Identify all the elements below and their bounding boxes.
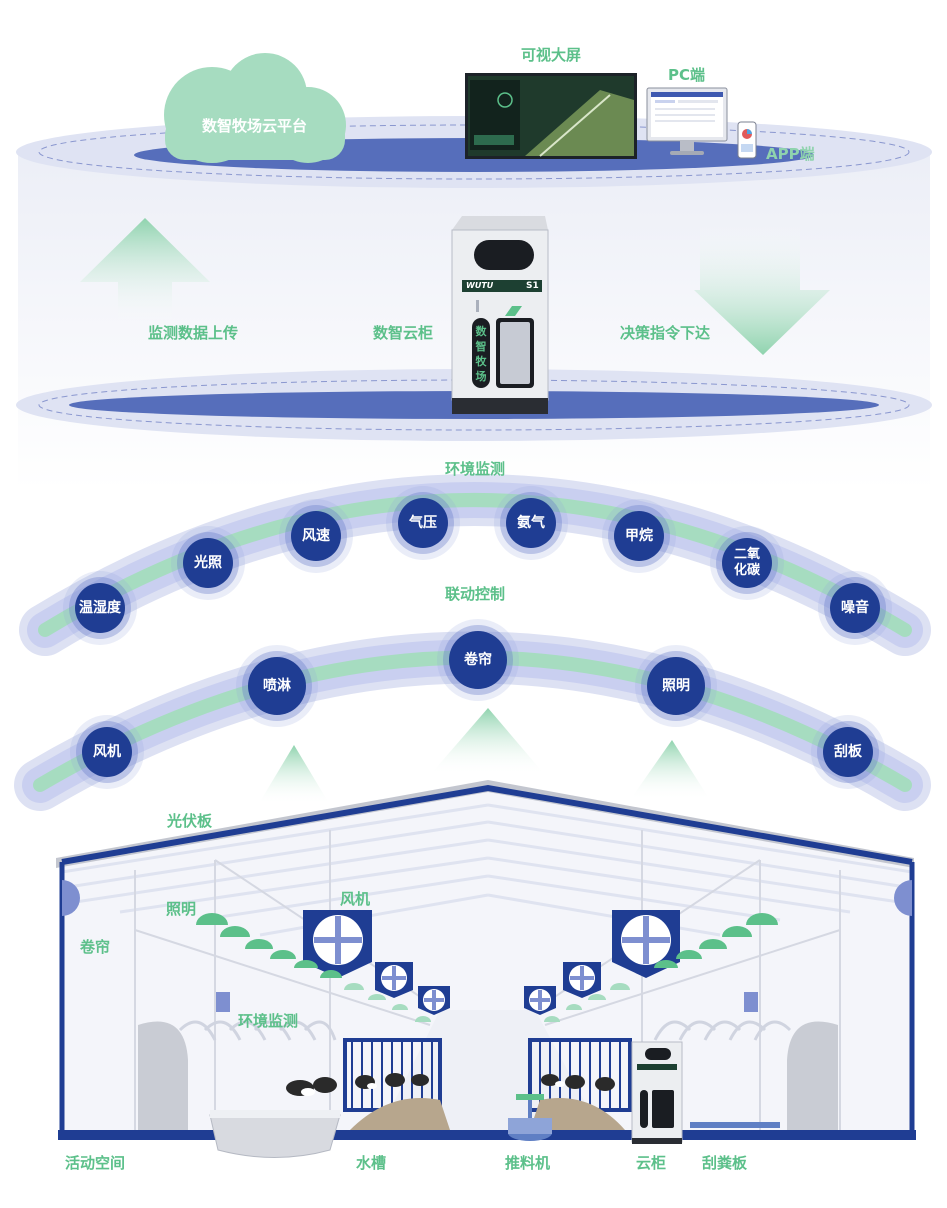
barn-cabinet xyxy=(631,1041,683,1144)
fan-small-left xyxy=(418,986,450,1015)
cabinet-brand: WUTU xyxy=(466,281,494,290)
node-co2: 二氧化碳 xyxy=(722,538,772,588)
node-curtain: 卷帘 xyxy=(449,631,507,689)
barn-up-arrow-center xyxy=(430,708,545,775)
barn-lighting-label: 照明 xyxy=(166,900,197,918)
barn-scraper-label: 刮粪板 xyxy=(702,1154,748,1172)
lamps xyxy=(196,913,778,978)
download-label: 决策指令下达 xyxy=(620,324,711,342)
env-arc-green xyxy=(38,493,912,637)
cloud-cabinet xyxy=(451,216,549,414)
app-phone xyxy=(737,121,757,159)
node-ammonia: 氨气 xyxy=(506,498,556,548)
cabinet-panel-text: 数 智 牧 场 xyxy=(473,324,489,384)
barn-fan-label: 风机 xyxy=(340,890,371,908)
node-light: 光照 xyxy=(183,538,233,588)
node-methane: 甲烷 xyxy=(614,511,664,561)
barn-activity-label: 活动空间 xyxy=(65,1154,126,1172)
pc-monitor xyxy=(646,87,728,155)
barn-up-arrow-right xyxy=(630,740,710,800)
node-scraper: 刮板 xyxy=(823,727,873,777)
node-temp-humidity: 温湿度 xyxy=(75,583,125,633)
barn-cabinet-label: 云柜 xyxy=(636,1154,667,1172)
visual-screen-label: 可视大屏 xyxy=(521,46,582,64)
panel-char-4: 场 xyxy=(475,370,487,383)
node-lighting: 照明 xyxy=(647,657,705,715)
barn-up-arrow-left xyxy=(258,745,330,805)
barn-solar-label: 光伏板 xyxy=(167,812,213,830)
fan-mid-left xyxy=(375,962,413,998)
barn-curtain-label: 卷帘 xyxy=(80,938,111,956)
node-fan: 风机 xyxy=(82,727,132,777)
node-pressure: 气压 xyxy=(398,498,448,548)
panel-char-3: 牧 xyxy=(475,355,487,368)
barn xyxy=(56,780,916,1158)
cabinet-model: S1 xyxy=(526,281,539,291)
fan-small-right xyxy=(524,986,556,1015)
feeder-robot xyxy=(508,1094,552,1141)
fan-large-right xyxy=(612,910,680,978)
barn-trough-label: 水槽 xyxy=(356,1154,387,1172)
cabinet-label: 数智云柜 xyxy=(373,324,434,342)
upload-label: 监测数据上传 xyxy=(148,324,239,342)
app-label: APP端 xyxy=(766,145,815,163)
upload-arrow xyxy=(80,218,210,325)
control-title: 联动控制 xyxy=(445,585,506,603)
env-title: 环境监测 xyxy=(445,460,506,478)
node-spray: 喷淋 xyxy=(248,657,306,715)
barn-env-label: 环境监测 xyxy=(238,1012,299,1030)
barn-feeder-label: 推料机 xyxy=(505,1154,551,1172)
fan-mid-right xyxy=(563,962,601,998)
node-noise: 噪音 xyxy=(830,583,880,633)
panel-char-1: 数 xyxy=(475,325,487,338)
download-arrow xyxy=(694,222,830,355)
pc-label: PC端 xyxy=(668,66,706,84)
fan-large-left xyxy=(303,910,372,978)
cloud-platform-label: 数智牧场云平台 xyxy=(202,117,308,135)
cloud-shape xyxy=(164,53,346,163)
node-wind-speed: 风速 xyxy=(291,511,341,561)
visual-screen xyxy=(465,73,637,159)
panel-char-2: 智 xyxy=(475,340,487,353)
